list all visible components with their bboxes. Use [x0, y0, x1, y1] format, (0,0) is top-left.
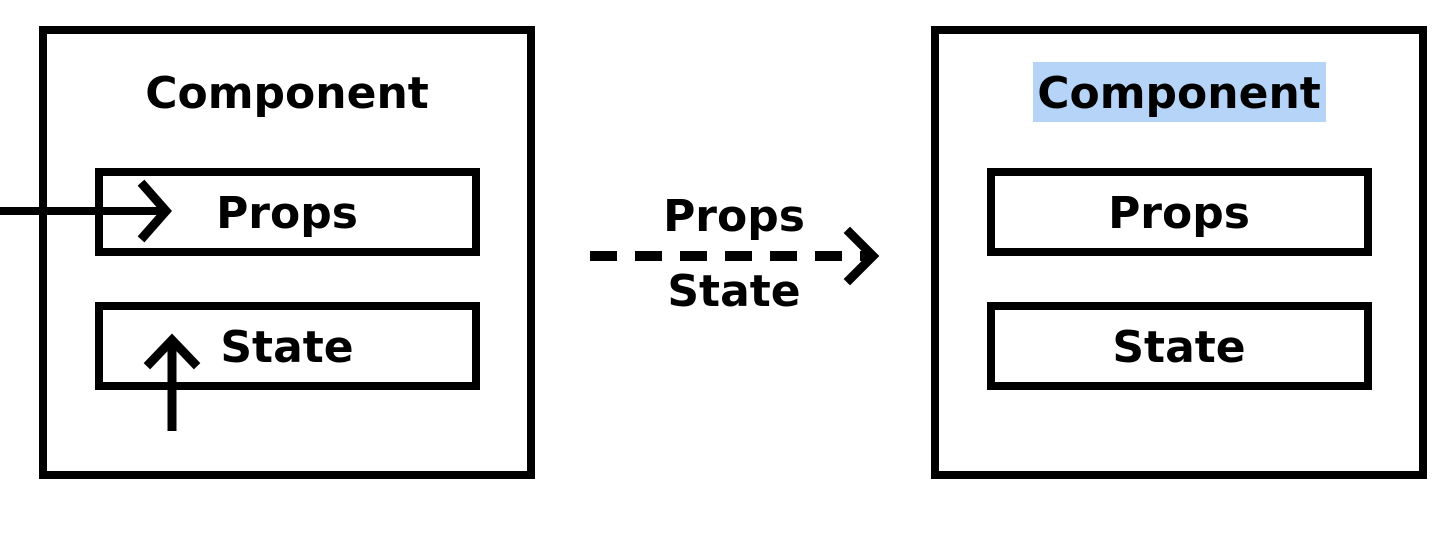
dashed-arrow-head [843, 226, 880, 286]
props-input-arrow [0, 179, 172, 243]
left-state-box [95, 302, 480, 390]
right-props-box [987, 168, 1372, 256]
right-component-title[interactable]: Component [1037, 68, 1321, 119]
right-state-label: State [1112, 322, 1245, 373]
left-state-label: State [220, 322, 353, 373]
left-component-frame [39, 26, 535, 479]
right-state-box [987, 302, 1372, 390]
transfer-state-label: State [667, 266, 800, 317]
transfer-props-label: Props [663, 191, 805, 242]
state-update-arrow [143, 333, 201, 431]
right-component: Component Props State [931, 26, 1427, 479]
right-component-frame [931, 26, 1427, 479]
left-component: Component Props State [0, 26, 535, 479]
transfer-arrow: Props State [590, 191, 880, 317]
left-props-label: Props [216, 188, 358, 239]
right-props-label: Props [1108, 188, 1250, 239]
left-component-title: Component [145, 68, 429, 119]
title-selection-highlight [1033, 62, 1326, 122]
